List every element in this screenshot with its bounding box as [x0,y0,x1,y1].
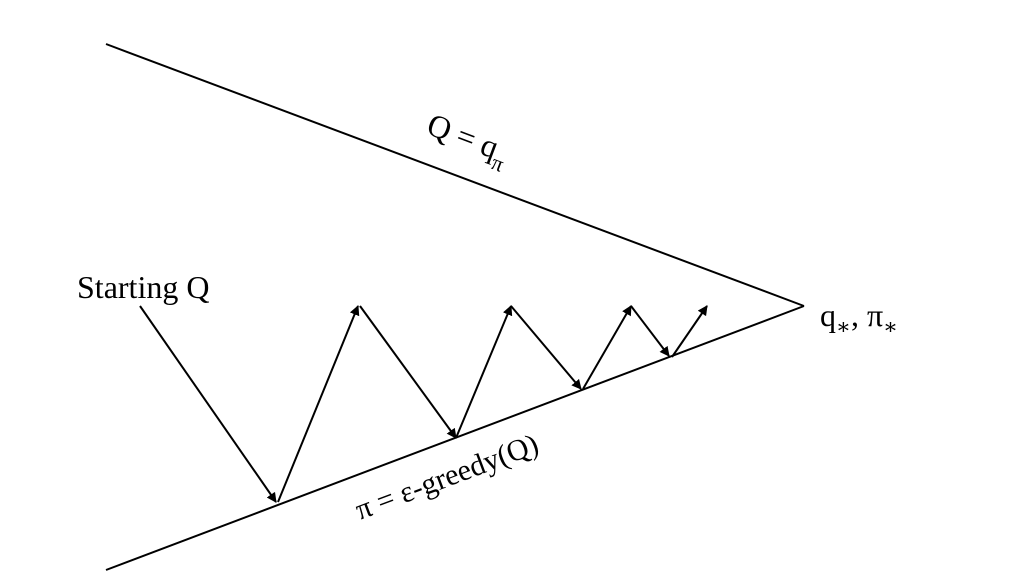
arrow-start [139,305,277,503]
optimal-pi: , π [851,297,883,333]
svg-text:π = ε-greedy(Q): π = ε-greedy(Q) [351,427,543,526]
optimal-label: q∗, π∗ [820,297,898,339]
evaluation-line [105,43,805,307]
zigzag-arrows [139,305,708,503]
arrow-up-3 [582,305,632,390]
optimal-q-star: ∗ [836,314,851,339]
arrow-down-2 [510,305,582,390]
arrow-down-3 [630,305,670,357]
improvement-label: π = ε-greedy(Q) [351,427,543,526]
evaluation-label-main: Q = q [423,106,504,165]
arrow-up-1 [277,305,360,503]
arrow-up-2 [455,305,513,439]
optimal-q: q [820,297,836,333]
arrow-down-1 [359,305,457,439]
starting-q-label: Starting Q [77,269,209,305]
arrow-up-4 [671,305,708,358]
optimal-pi-star: ∗ [883,314,898,339]
